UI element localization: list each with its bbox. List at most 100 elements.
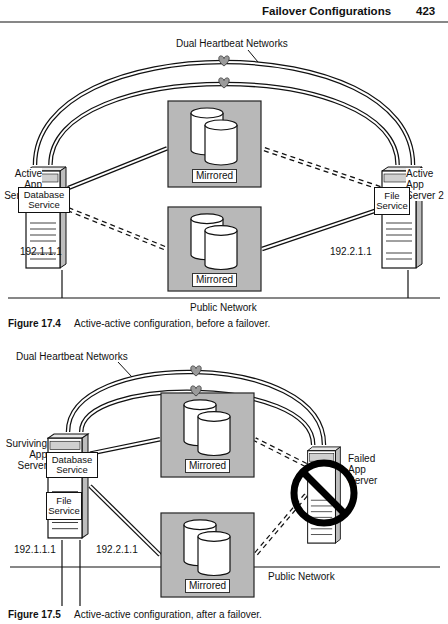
- mirror-frame: [168, 207, 261, 291]
- public-network: [8, 270, 440, 606]
- service-label: Database Service: [47, 455, 97, 476]
- disk-cylinder: [205, 125, 237, 165]
- link-core: [255, 495, 306, 555]
- server-label: Surviving App Server: [1, 438, 47, 471]
- storage-link: [262, 209, 380, 249]
- disk-top: [191, 108, 223, 118]
- link-core: [255, 439, 306, 465]
- storage-label: Mirrored: [185, 579, 230, 593]
- callout-label: Dual Heartbeat Networks: [176, 38, 288, 50]
- disk-cylinder: [205, 230, 237, 269]
- storage-label: Mirrored: [185, 459, 230, 473]
- storage-link: [255, 439, 306, 465]
- server-tower: [46, 432, 90, 540]
- storage-link: [68, 148, 167, 188]
- callout-label: Dual Heartbeat Networks: [16, 351, 128, 363]
- ip-address: 192.1.1.1: [14, 544, 56, 556]
- network-label: Public Network: [190, 302, 257, 314]
- tower-side: [82, 434, 88, 538]
- heart-symbol: [191, 366, 201, 376]
- heartbeat-link: [81, 392, 313, 445]
- heartbeat-hearts: [191, 56, 229, 396]
- network-line: [8, 297, 440, 298]
- server-node: Active App Server 2File Service: [380, 165, 424, 270]
- service-box: File Service: [374, 187, 410, 215]
- mirror-frame: [161, 393, 254, 477]
- storage-label: Mirrored: [192, 273, 237, 287]
- link-outline: [90, 486, 160, 555]
- link-outline: [68, 148, 167, 188]
- tower-panel: [309, 454, 334, 462]
- mirror-frame: [161, 513, 254, 597]
- network-drop: [61, 540, 62, 606]
- server-node: Surviving App ServerDatabase ServiceFile…: [46, 432, 90, 540]
- link-outline: [68, 372, 324, 445]
- link-outline: [50, 84, 397, 165]
- mirror-frame: [168, 101, 261, 187]
- header-rule: [0, 21, 448, 22]
- heart-symbol: [219, 56, 229, 66]
- heart-symbol: [191, 386, 201, 396]
- mirrored-storage: Mirrored: [160, 392, 255, 478]
- ip-address: 192.2.1.1: [330, 246, 372, 258]
- tower-front: [308, 451, 336, 543]
- heartbeat-link: [68, 372, 324, 445]
- ip-address: 192.1.1.1: [20, 246, 62, 258]
- link-outline: [262, 148, 380, 188]
- link-outline: [81, 392, 313, 445]
- tower-side: [335, 447, 340, 543]
- link-outline: [255, 495, 306, 555]
- service-box: File Service: [46, 492, 82, 520]
- server-tower: [306, 445, 342, 545]
- link-core: [90, 486, 160, 555]
- disk-cylinder: [198, 416, 230, 455]
- figure-number: Figure 17.4: [8, 318, 61, 330]
- prohibition-circle: [294, 463, 354, 523]
- figure-caption: Active-active configuration, after a fai…: [74, 609, 262, 621]
- mirrored-storage: Mirrored: [160, 512, 255, 598]
- ip-address: 192.2.1.1: [96, 544, 138, 556]
- disk-top: [198, 532, 230, 542]
- link-core: [262, 148, 380, 188]
- link-outline: [68, 209, 167, 249]
- link-core: [50, 84, 397, 165]
- server-label: Active App Server 2: [406, 168, 446, 201]
- failure-symbol: [294, 463, 354, 523]
- storage-link: [90, 486, 160, 555]
- disk-top: [191, 214, 223, 224]
- link-outline: [255, 439, 306, 465]
- network-drop: [61, 270, 62, 298]
- figure-caption: Active-active configuration, before a fa…: [74, 318, 270, 330]
- link-core: [68, 209, 167, 249]
- service-box: Database Service: [46, 452, 98, 478]
- storage-link: [68, 209, 167, 249]
- disk-top: [198, 412, 230, 422]
- service-label: File Service: [47, 496, 81, 517]
- leader-line: [118, 362, 132, 377]
- disk-cylinder: [198, 536, 230, 575]
- link-core: [68, 372, 324, 445]
- network-label: Public Network: [268, 571, 335, 583]
- link-core: [68, 148, 167, 188]
- network-drop: [79, 540, 80, 606]
- mirrored-storage: Mirrored: [167, 100, 262, 188]
- link-outline: [90, 439, 160, 453]
- tower-panel: [50, 441, 80, 449]
- service-label: File Service: [375, 191, 409, 212]
- prohibition-slash: [303, 472, 345, 514]
- disk-top: [184, 520, 216, 530]
- page-number: 423: [416, 5, 435, 17]
- mirrored-storage: Mirrored: [167, 206, 262, 292]
- disk-top: [184, 400, 216, 410]
- drive-bays: [386, 223, 412, 259]
- service-label: Database Service: [19, 190, 69, 211]
- link-core: [262, 209, 380, 249]
- storage-link: [262, 148, 380, 188]
- link-core: [81, 392, 313, 445]
- disk-top: [205, 226, 237, 236]
- heart-symbol: [219, 78, 229, 88]
- server-label: Failed App Server: [348, 453, 388, 486]
- storage-link: [90, 439, 160, 453]
- link-core: [90, 439, 160, 453]
